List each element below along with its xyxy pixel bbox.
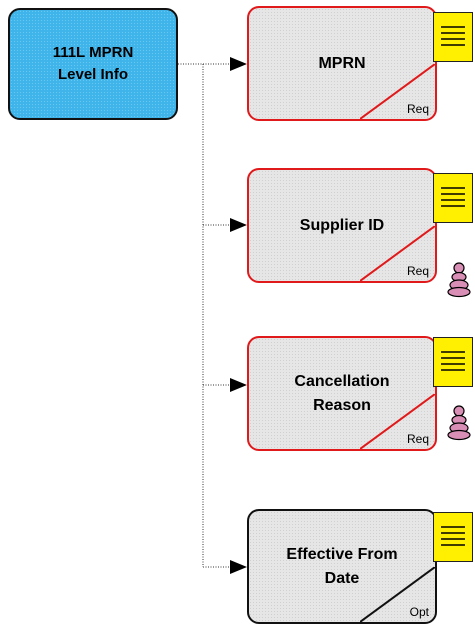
requirement-tag: Opt: [409, 605, 429, 619]
note-icon[interactable]: [433, 337, 473, 387]
stacked-person-icon: [447, 405, 471, 441]
required-corner-icon: [360, 64, 435, 119]
required-corner-icon: [360, 226, 435, 281]
required-corner-icon: [360, 394, 435, 449]
root-label: 111L MPRN Level Info: [52, 44, 134, 83]
node-label: MPRN: [318, 54, 366, 72]
arrowhead-icon: [230, 218, 247, 232]
requirement-tag: Req: [406, 264, 429, 278]
note-icon[interactable]: [433, 12, 473, 62]
node-supplier-id[interactable]: Supplier ID Req: [247, 168, 437, 283]
arrowhead-icon: [230, 57, 247, 71]
node-mprn[interactable]: MPRN Req: [247, 6, 437, 121]
arrowhead-icon: [230, 378, 247, 392]
optional-corner-icon: [360, 567, 435, 622]
root-node[interactable]: 111L MPRN Level Info: [8, 8, 178, 120]
requirement-tag: Req: [406, 432, 429, 446]
note-icon[interactable]: [433, 512, 473, 562]
note-icon[interactable]: [433, 173, 473, 223]
node-label: Supplier ID: [299, 216, 385, 234]
arrowhead-icon: [230, 560, 247, 574]
stacked-person-icon: [447, 262, 471, 298]
requirement-tag: Req: [406, 102, 429, 116]
